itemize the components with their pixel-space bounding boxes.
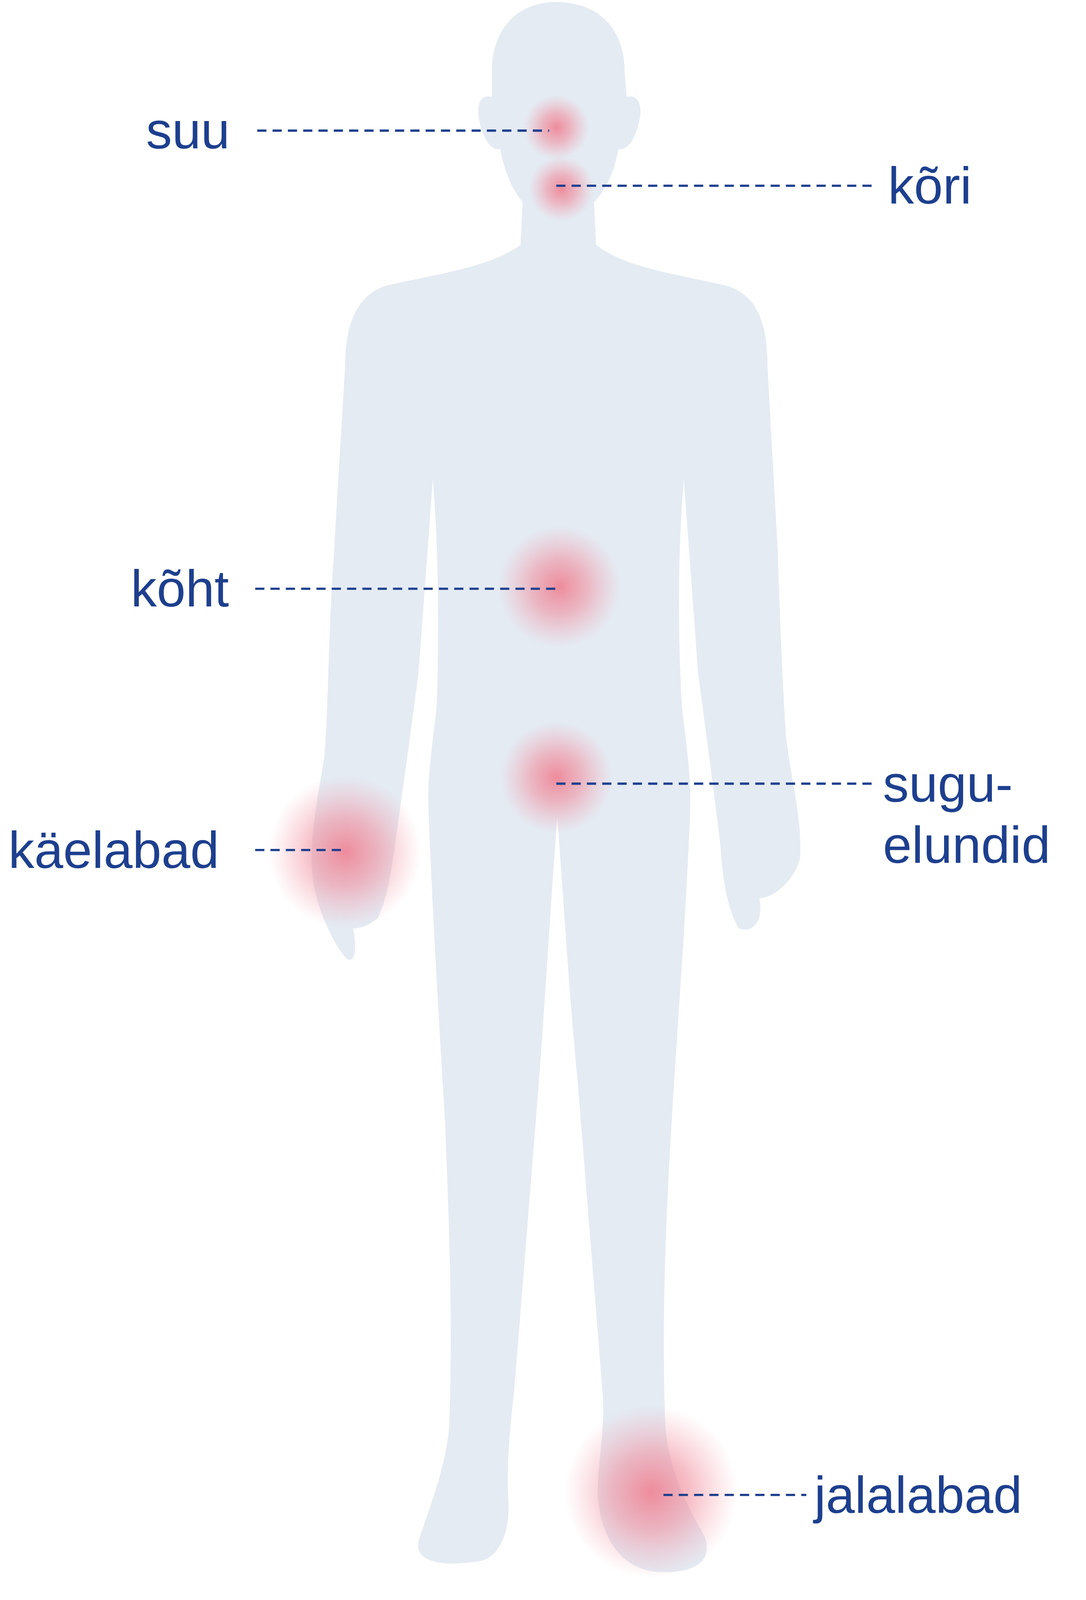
pain-spot	[268, 775, 422, 929]
leader-line	[663, 1494, 807, 1497]
pain-spot	[523, 95, 589, 161]
leader-line	[556, 184, 873, 187]
body-part-label: suu	[146, 100, 230, 162]
pain-spot	[564, 1405, 738, 1579]
leader-line	[255, 849, 347, 852]
pain-spot	[498, 525, 621, 648]
leader-line	[556, 782, 876, 786]
pain-spot	[500, 721, 613, 834]
body-part-label: käelabad	[8, 819, 220, 882]
body-part-label: sugu- elundid	[882, 753, 1078, 876]
body-part-label: jalalabad	[814, 1464, 1023, 1527]
leader-line	[257, 129, 550, 132]
pain-spot	[528, 156, 595, 222]
body-part-label: kõht	[130, 558, 230, 620]
body-part-label: kõri	[887, 155, 972, 217]
leader-line	[255, 587, 562, 590]
